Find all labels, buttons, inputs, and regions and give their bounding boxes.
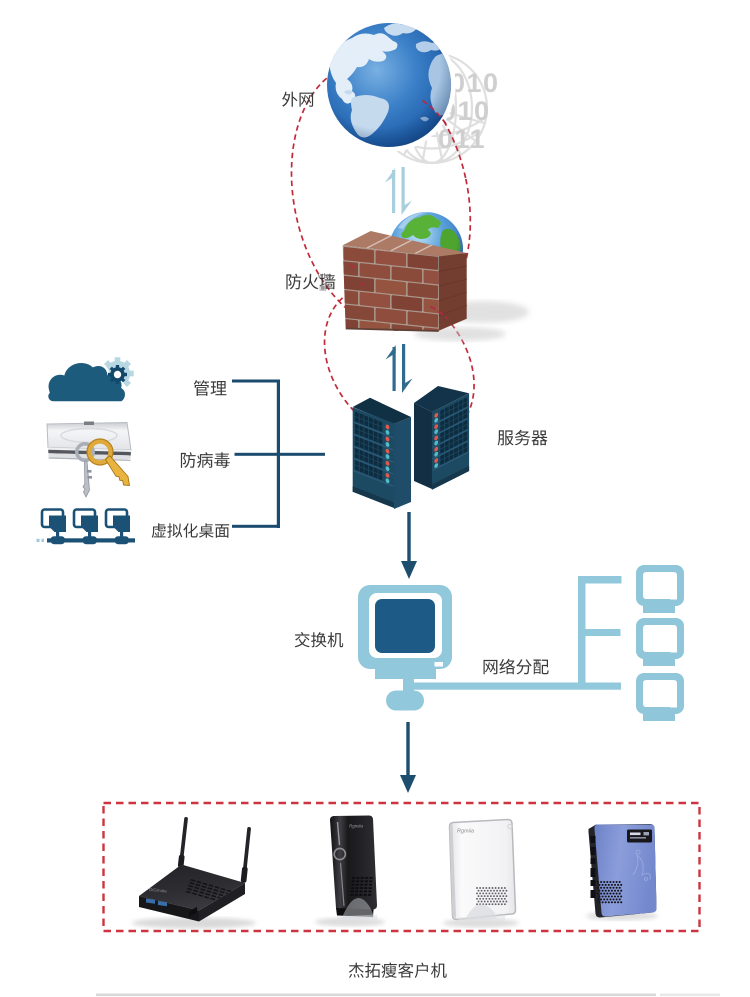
svg-text:010: 010 [450, 68, 500, 98]
svg-text:DiGmate: DiGmate [149, 887, 168, 894]
svg-text:Rgmiia: Rgmiia [349, 824, 364, 829]
svg-text:Rgmiia: Rgmiia [457, 829, 474, 835]
svg-text:wtz: wtz [317, 273, 330, 280]
svg-text:011: 011 [438, 124, 486, 154]
svg-text:▣: ▣ [319, 283, 327, 292]
